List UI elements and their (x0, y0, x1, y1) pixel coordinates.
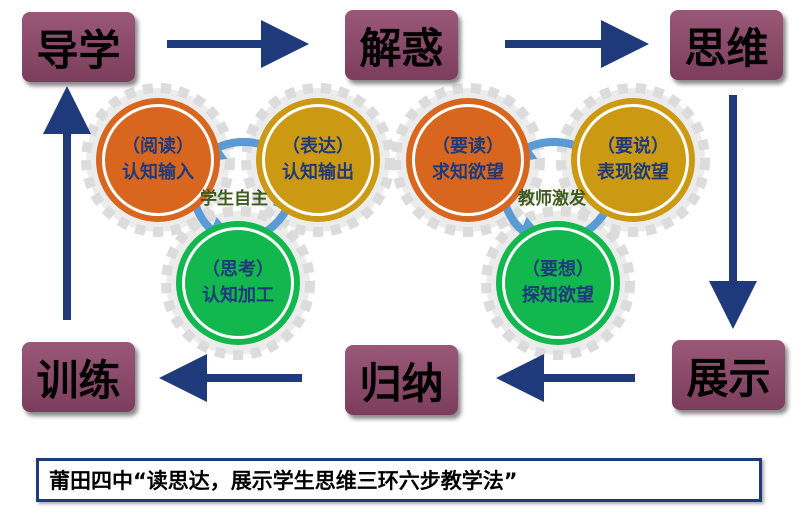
flow-arrows (43, 20, 757, 402)
circle-main: 认知输出 (282, 162, 354, 183)
circle-main: 认知输入 (122, 162, 194, 183)
circle-sub: （要想） (522, 259, 594, 280)
circle-main: 探知欲望 (522, 285, 594, 306)
circle-cognitive-input: （阅读） 认知输入 (102, 104, 214, 216)
step-guide: 导学 (22, 12, 135, 82)
circle-sub: （思考） (202, 259, 274, 280)
circle-sub: （阅读） (122, 136, 194, 157)
step-resolve: 解惑 (345, 10, 458, 80)
caption: 莆田四中“读思达，展示学生思维三环六步教学法” (36, 458, 762, 502)
circle-main: 认知加工 (202, 285, 274, 306)
circle-cognitive-process: （思考） 认知加工 (182, 227, 294, 339)
circle-express-desire: （要说） 表现欲望 (577, 104, 689, 216)
circle-seek-knowledge: （要读） 求知欲望 (412, 104, 524, 216)
circle-main: 求知欲望 (432, 162, 504, 183)
circle-cognitive-output: （表达） 认知输出 (262, 104, 374, 216)
step-think: 思维 (670, 10, 783, 80)
step-present: 展示 (672, 340, 785, 410)
left-center-label: 学生自主 (200, 189, 268, 209)
circle-sub: （要说） (597, 136, 669, 157)
step-summarize: 归纳 (345, 345, 458, 415)
circle-main: 表现欲望 (597, 162, 669, 183)
circle-sub: （要读） (432, 136, 504, 157)
step-practice: 训练 (22, 342, 135, 412)
circle-sub: （表达） (282, 136, 354, 157)
circle-explore-desire: （要想） 探知欲望 (502, 227, 614, 339)
right-center-label: 教师激发 (518, 189, 586, 209)
